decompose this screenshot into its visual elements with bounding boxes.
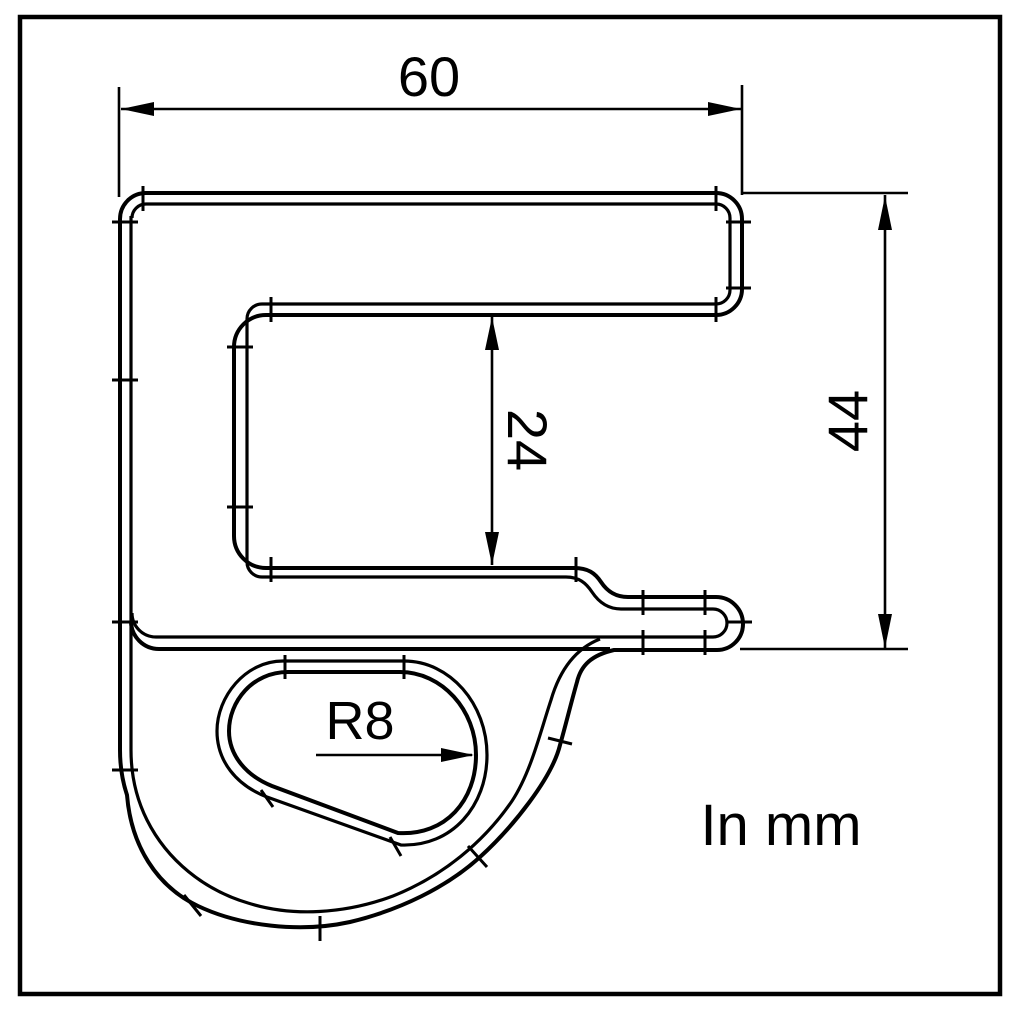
arrowhead-down-icon — [485, 532, 499, 565]
arrowhead-up-icon — [485, 317, 499, 350]
foot-tangent-contour — [129, 216, 601, 914]
arrowhead-up-icon — [878, 196, 892, 230]
tangent-tick-marks — [112, 186, 752, 941]
dimension-slot: 24 — [485, 317, 559, 565]
dimension-height-value: 44 — [816, 390, 879, 452]
hole-surface-contour — [226, 670, 479, 836]
upper-section-tangent-contour — [130, 202, 732, 639]
part-tangent-edges — [129, 202, 732, 914]
dimension-width-value: 60 — [398, 45, 460, 108]
arrowhead-down-icon — [878, 614, 892, 648]
hole-tangent-contour — [215, 659, 489, 847]
dimension-height: 44 — [740, 191, 908, 651]
arrowhead-left-icon — [121, 102, 154, 116]
arrowhead-right-icon — [441, 748, 474, 762]
drawing-border — [17, 14, 1003, 997]
units-note: In mm — [700, 793, 861, 858]
dimension-slot-value: 24 — [496, 409, 559, 471]
part-silhouette — [118, 191, 746, 930]
dimension-radius: R8 — [316, 691, 474, 762]
arrowhead-right-icon — [708, 102, 741, 116]
dimension-width: 60 — [117, 45, 744, 197]
dimension-radius-value: R8 — [325, 691, 394, 751]
